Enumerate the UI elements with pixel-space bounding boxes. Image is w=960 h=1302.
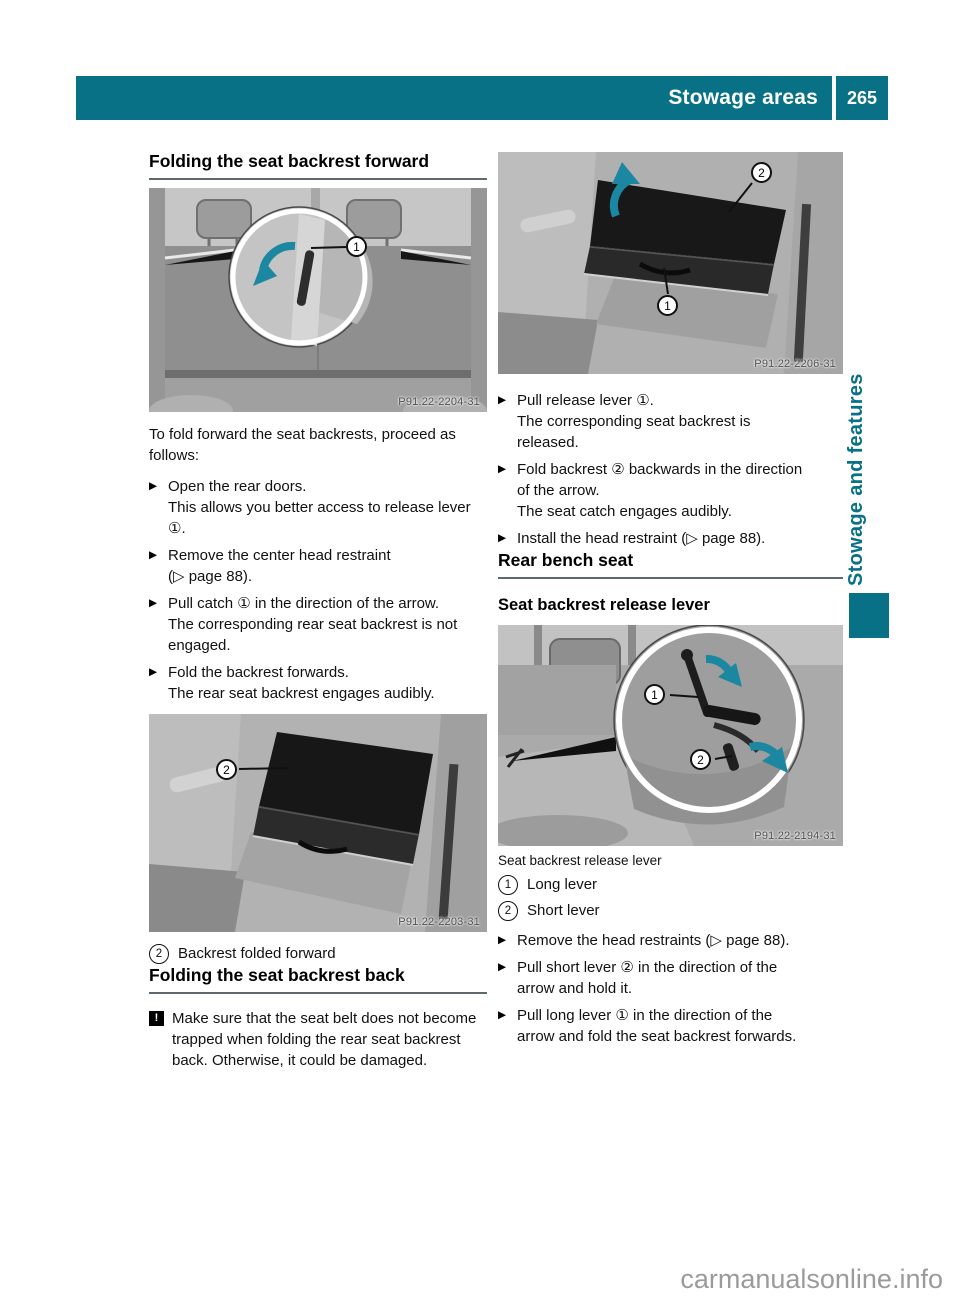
step-item: ▶ Fold backrest ② backwards in the direc… [498, 459, 843, 522]
step-subtext: The corresponding seat backrest is relea… [517, 413, 751, 451]
bullet-icon: ▶ [498, 934, 507, 946]
step-text: Remove the center head restraint [168, 547, 391, 564]
heading-folding-back: Folding the seat backrest back [149, 964, 487, 994]
bullet-icon: ▶ [149, 549, 158, 561]
heading-folding-forward: Folding the seat backrest forward [149, 150, 487, 180]
figure-code: P91.22-2203-31 [398, 916, 480, 928]
step-list: ▶ Remove the head restraints (▷ page 88)… [498, 930, 843, 1047]
callout-1-badge: 1 [657, 295, 678, 316]
callout-1-badge: 1 [644, 684, 665, 705]
figure-release-levers: 1 2 P91.22-2194-31 [498, 625, 843, 846]
legend-num-badge: 2 [149, 943, 169, 964]
cargo-area-illustration [149, 188, 487, 412]
folded-backrest-illustration [149, 714, 487, 932]
step-item: ▶ Open the rear doors. This allows you b… [149, 476, 487, 539]
left-column: Folding the seat backrest forward [149, 150, 487, 1071]
chapter-tab-label: Stowage and features [845, 373, 867, 586]
step-text: Remove the head restraints (▷ page 88). [517, 932, 790, 949]
bullet-icon: ▶ [498, 532, 507, 544]
figure-caption: Seat backrest release lever [498, 853, 662, 868]
fold-direction-arrow-icon [253, 241, 296, 286]
step-subtext: (▷ page 88). [168, 568, 253, 585]
legend-item: 2 Short lever [498, 900, 843, 921]
header-bar: Stowage areas 265 [76, 76, 888, 120]
figure-code: P91.22-2194-31 [754, 830, 836, 842]
fold-direction-arrow-icon [748, 742, 788, 773]
figure-backrest-catch: 1 P91.22-2204-31 [149, 188, 487, 412]
step-text: Fold backrest ② backwards in the directi… [517, 461, 803, 499]
step-list: ▶ Pull release lever ①. The correspondin… [498, 390, 843, 549]
page-number: 265 [836, 76, 888, 120]
step-text: Pull release lever ①. [517, 392, 654, 409]
legend-label: Backrest folded forward [178, 945, 336, 962]
warning-note: ! Make sure that the seat belt does not … [149, 1008, 487, 1071]
legend-label: Long lever [527, 876, 598, 893]
subheading-release-lever: Seat backrest release lever [498, 596, 710, 614]
header-divider [832, 76, 836, 120]
backrest-release-illustration [498, 152, 843, 374]
bullet-icon: ▶ [498, 394, 507, 406]
bullet-icon: ▶ [498, 1009, 507, 1021]
step-subtext: This allows you better access to release… [168, 499, 471, 537]
legend-label: Short lever [527, 902, 600, 919]
legend-num-badge: 1 [498, 874, 518, 895]
step-item: ▶ Remove the center head restraint (▷ pa… [149, 545, 487, 587]
bullet-icon: ▶ [498, 961, 507, 973]
step-list: ▶ Open the rear doors. This allows you b… [149, 476, 487, 704]
header-section: Stowage areas [76, 76, 832, 120]
step-text: Pull catch ① in the direction of the arr… [168, 595, 440, 612]
step-subtext: The corresponding rear seat backrest is … [168, 616, 458, 654]
long-lever [683, 651, 711, 717]
fold-direction-arrow-icon [609, 162, 640, 218]
bullet-icon: ▶ [498, 463, 507, 475]
step-text: Fold the backrest forwards. [168, 664, 349, 681]
figure-backrest-release: 2 1 P91.22-2206-31 [498, 152, 843, 374]
step-subtext: The rear seat backrest engages audibly. [168, 685, 435, 702]
watermark: carmanualsonline.info [680, 1264, 943, 1294]
step-text: Pull long lever ① in the direction of th… [517, 1007, 797, 1045]
step-item: ▶ Fold the backrest forwards. The rear s… [149, 662, 487, 704]
bullet-icon: ▶ [149, 480, 158, 492]
warning-icon: ! [149, 1011, 164, 1026]
step-subtext: The seat catch engages audibly. [517, 503, 732, 520]
bullet-icon: ▶ [149, 666, 158, 678]
figure-backrest-folded: 2 P91.22-2203-31 [149, 714, 487, 932]
warning-text: Make sure that the seat belt does not be… [172, 1010, 477, 1069]
step-item: ▶ Install the head restraint (▷ page 88)… [498, 528, 843, 549]
legend-item: 2 Backrest folded forward [149, 943, 487, 964]
callout-1-badge: 1 [346, 236, 367, 257]
right-column: 2 1 P91.22-2206-31 ▶ Pull release lever … [498, 152, 843, 1047]
step-item: ▶ Pull long lever ① in the direction of … [498, 1005, 843, 1047]
section-title: Stowage areas [668, 86, 818, 109]
step-text: Install the head restraint (▷ page 88). [517, 530, 766, 547]
callout-2-badge: 2 [216, 759, 237, 780]
callout-2-badge: 2 [690, 749, 711, 770]
figure-code: P91.22-2204-31 [398, 396, 480, 408]
bullet-icon: ▶ [149, 597, 158, 609]
step-item: ▶ Pull short lever ② in the direction of… [498, 957, 843, 999]
release-handle [297, 839, 348, 854]
intro-text: To fold forward the seat backrests, proc… [149, 426, 456, 464]
figure-code: P91.22-2206-31 [754, 358, 836, 370]
legend-item: 1 Long lever [498, 874, 843, 895]
step-text: Pull short lever ② in the direction of t… [517, 959, 778, 997]
callout-2-badge: 2 [751, 162, 772, 183]
step-item: ▶ Pull catch ① in the direction of the a… [149, 593, 487, 656]
legend-num-badge: 2 [498, 900, 518, 921]
heading-rear-bench-seat: Rear bench seat [498, 549, 843, 579]
step-item: ▶ Pull release lever ①. The correspondin… [498, 390, 843, 453]
release-levers-illustration [498, 625, 843, 846]
chapter-tab-square [849, 593, 889, 638]
step-item: ▶ Remove the head restraints (▷ page 88)… [498, 930, 843, 951]
fold-direction-arrow-icon [705, 655, 742, 687]
step-text: Open the rear doors. [168, 478, 307, 495]
